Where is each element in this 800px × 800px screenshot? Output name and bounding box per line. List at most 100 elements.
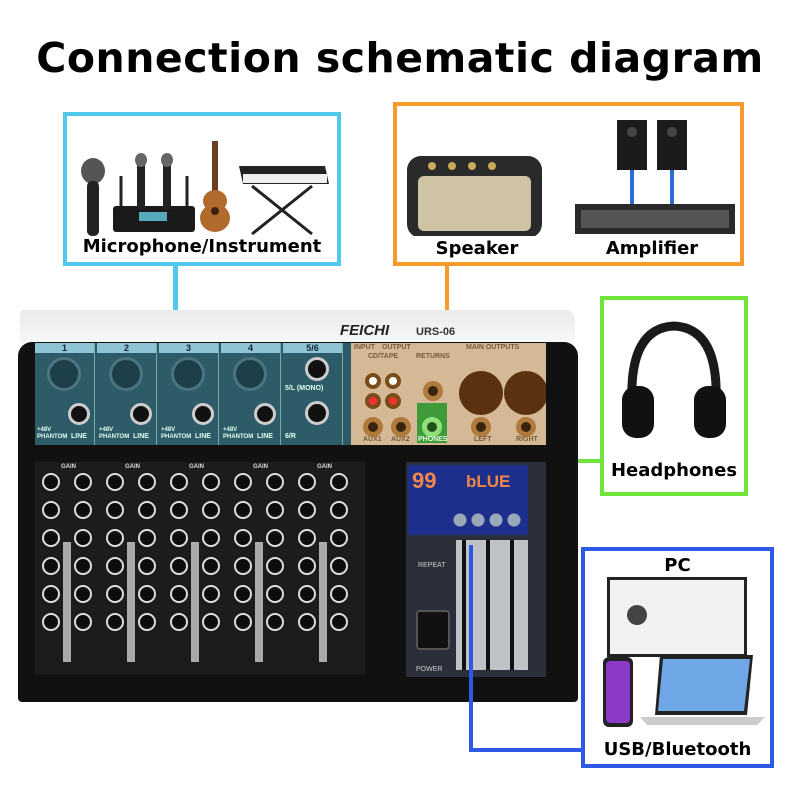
knob[interactable]: [106, 501, 124, 519]
knob[interactable]: [170, 473, 188, 491]
knob[interactable]: [330, 501, 348, 519]
knob[interactable]: [74, 613, 92, 631]
knob[interactable]: [298, 557, 316, 575]
ch6-jack[interactable]: [305, 401, 329, 425]
xlr-jack[interactable]: [109, 357, 143, 391]
channel-number: 2: [97, 343, 156, 353]
power-button[interactable]: [416, 610, 450, 650]
bluetooth-playback-buttons[interactable]: [453, 513, 525, 527]
knob[interactable]: [202, 529, 220, 547]
knob[interactable]: [42, 529, 60, 547]
aux2-label: AUX2: [391, 436, 410, 443]
knob[interactable]: [298, 473, 316, 491]
knob[interactable]: [266, 585, 284, 603]
knob[interactable]: [298, 501, 316, 519]
channel-input-1: 1 LINE +48V PHANTOM: [35, 343, 95, 445]
channel-fader[interactable]: [319, 542, 327, 662]
line-jack[interactable]: [254, 403, 276, 425]
phantom-label: +48V PHANTOM: [99, 427, 130, 440]
knob[interactable]: [170, 557, 188, 575]
knob[interactable]: [106, 473, 124, 491]
knob[interactable]: [42, 613, 60, 631]
ch5-jack[interactable]: [305, 357, 329, 381]
laptop-icon: [640, 655, 765, 725]
knob[interactable]: [106, 613, 124, 631]
line-label: LINE: [71, 433, 87, 440]
knob[interactable]: [138, 501, 156, 519]
knob[interactable]: [234, 529, 252, 547]
knob[interactable]: [74, 473, 92, 491]
knob[interactable]: [170, 501, 188, 519]
knob[interactable]: [266, 473, 284, 491]
pc-title: PC: [664, 555, 691, 576]
knob[interactable]: [42, 473, 60, 491]
knob[interactable]: [234, 473, 252, 491]
input-devices-image: [81, 141, 329, 236]
knob[interactable]: [330, 585, 348, 603]
master-faders[interactable]: [456, 540, 528, 670]
knob[interactable]: [298, 613, 316, 631]
knob[interactable]: [138, 529, 156, 547]
knob[interactable]: [266, 557, 284, 575]
xlr-jack[interactable]: [171, 357, 205, 391]
io-cdtape-label: CD/TAPE: [368, 353, 399, 360]
knob[interactable]: [138, 585, 156, 603]
knob[interactable]: [138, 613, 156, 631]
channel-fader[interactable]: [255, 542, 263, 662]
knob[interactable]: [330, 557, 348, 575]
knob[interactable]: [74, 529, 92, 547]
knob[interactable]: [106, 529, 124, 547]
knob[interactable]: [74, 585, 92, 603]
knob[interactable]: [74, 501, 92, 519]
knob[interactable]: [330, 473, 348, 491]
knob[interactable]: [234, 585, 252, 603]
knob[interactable]: [42, 585, 60, 603]
knob[interactable]: [106, 585, 124, 603]
knob[interactable]: [170, 613, 188, 631]
line-jack[interactable]: [130, 403, 152, 425]
channel-fader[interactable]: [127, 542, 135, 662]
input-connector-line: [173, 265, 178, 345]
knob[interactable]: [138, 557, 156, 575]
speaker-label: Speaker: [435, 238, 519, 259]
knob[interactable]: [170, 585, 188, 603]
knob[interactable]: [138, 473, 156, 491]
knob[interactable]: [298, 585, 316, 603]
output-connector-line: [445, 265, 449, 345]
xlr-jack[interactable]: [47, 357, 81, 391]
channel-fader[interactable]: [191, 542, 199, 662]
knob[interactable]: [202, 501, 220, 519]
xlr-jack[interactable]: [233, 357, 267, 391]
knob[interactable]: [42, 557, 60, 575]
knob[interactable]: [234, 613, 252, 631]
phones-label[interactable]: PHONES: [418, 436, 448, 443]
gain-label: GAIN: [189, 464, 204, 470]
line-label: LINE: [257, 433, 273, 440]
phantom-label: +48V PHANTOM: [37, 427, 68, 440]
knob[interactable]: [202, 585, 220, 603]
knob[interactable]: [234, 501, 252, 519]
input-devices-box: Microphone/Instrument: [63, 112, 341, 266]
knob[interactable]: [266, 501, 284, 519]
knob[interactable]: [202, 557, 220, 575]
knob[interactable]: [106, 557, 124, 575]
knob[interactable]: [330, 613, 348, 631]
channel-fader[interactable]: [63, 542, 71, 662]
line-jack[interactable]: [192, 403, 214, 425]
knob[interactable]: [74, 557, 92, 575]
knob[interactable]: [298, 529, 316, 547]
knob[interactable]: [266, 613, 284, 631]
line-jack[interactable]: [68, 403, 90, 425]
knob[interactable]: [202, 473, 220, 491]
knob[interactable]: [330, 529, 348, 547]
knob[interactable]: [42, 501, 60, 519]
knob[interactable]: [266, 529, 284, 547]
knob[interactable]: [202, 613, 220, 631]
aux1-label: AUX1: [363, 436, 382, 443]
output-devices-box: Speaker Amplifier: [393, 102, 744, 266]
knob[interactable]: [234, 557, 252, 575]
gain-label: GAIN: [61, 464, 76, 470]
knob[interactable]: [170, 529, 188, 547]
